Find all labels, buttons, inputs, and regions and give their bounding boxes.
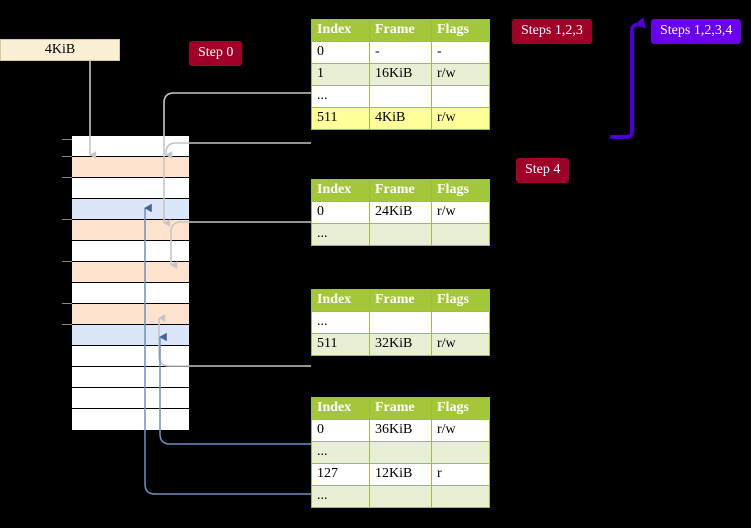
memory-frame-11 xyxy=(72,367,189,388)
cell-frame: 36KiB xyxy=(369,419,432,442)
column-header-flags: Flags xyxy=(431,19,490,42)
cell-frame xyxy=(369,85,432,108)
badge-steps-1234: Steps 1,2,3,4 xyxy=(651,19,742,44)
column-header-index: Index xyxy=(311,397,370,420)
table-row: ... xyxy=(311,223,490,246)
column-header-index: Index xyxy=(311,179,370,202)
cell-index: 0 xyxy=(311,419,370,442)
cell-flags: r/w xyxy=(431,419,490,442)
cell-frame: 16KiB xyxy=(369,63,432,86)
badge-step-4: Step 4 xyxy=(516,158,570,183)
badge-steps-123: Steps 1,2,3 xyxy=(512,19,592,44)
memory-frame-1 xyxy=(72,157,189,178)
memory-tick-4 xyxy=(62,261,72,262)
column-header-index: Index xyxy=(311,289,370,312)
cell-frame xyxy=(369,485,432,508)
memory-frame-8 xyxy=(72,304,189,325)
cell-flags: - xyxy=(431,41,490,64)
cell-frame xyxy=(369,223,432,246)
table-row: ... xyxy=(311,85,490,108)
memory-tick-6 xyxy=(62,324,72,325)
memory-frame-6 xyxy=(72,262,189,283)
memory-frame-3 xyxy=(72,199,189,220)
cell-index: 1 xyxy=(311,63,370,86)
cell-index: ... xyxy=(311,441,370,464)
memory-frame-12 xyxy=(72,388,189,409)
cell-frame: 12KiB xyxy=(369,463,432,486)
memory-frame-13 xyxy=(72,409,189,430)
table-row: 0-- xyxy=(311,41,490,64)
cell-index: 511 xyxy=(311,333,370,356)
table-row: ... xyxy=(311,441,490,464)
cell-index: 511 xyxy=(311,107,370,130)
memory-tick-5 xyxy=(62,303,72,304)
cell-index: 127 xyxy=(311,463,370,486)
cell-frame xyxy=(369,441,432,464)
cell-index: ... xyxy=(311,485,370,508)
cell-flags: r xyxy=(431,463,490,486)
column-header-frame: Frame xyxy=(369,397,432,420)
memory-frame-4 xyxy=(72,220,189,241)
cell-flags: r/w xyxy=(431,201,490,224)
memory-frame-7 xyxy=(72,283,189,304)
cell-flags xyxy=(431,311,490,334)
cell-frame: 32KiB xyxy=(369,333,432,356)
cell-flags xyxy=(431,441,490,464)
column-header-frame: Frame xyxy=(369,289,432,312)
cell-flags: r/w xyxy=(431,107,490,130)
memory-frame-9 xyxy=(72,325,189,346)
cell-flags xyxy=(431,223,490,246)
arrow-steps-1234-bracket xyxy=(610,17,647,139)
wire-pdpt-0-to-memory xyxy=(170,221,311,269)
cell-flags: r/w xyxy=(431,333,490,356)
cell-flags: r/w xyxy=(431,63,490,86)
cell-frame: 4KiB xyxy=(369,107,432,130)
memory-tick-1 xyxy=(62,156,72,157)
memory-tick-3 xyxy=(62,219,72,220)
table-row: ... xyxy=(311,485,490,508)
column-header-index: Index xyxy=(311,19,370,42)
memory-frame-0 xyxy=(72,136,189,157)
cell-frame xyxy=(369,311,432,334)
memory-tick-2 xyxy=(62,177,72,178)
cell-frame: 24KiB xyxy=(369,201,432,224)
cell-flags xyxy=(431,485,490,508)
table-row: ... xyxy=(311,311,490,334)
memory-column xyxy=(71,135,190,430)
cell-flags xyxy=(431,85,490,108)
cell-index: 0 xyxy=(311,201,370,224)
column-header-flags: Flags xyxy=(431,289,490,312)
cell-frame: - xyxy=(369,41,432,64)
cell-index: 0 xyxy=(311,41,370,64)
badge-step-0: Step 0 xyxy=(189,41,243,66)
cell-index: ... xyxy=(311,85,370,108)
column-header-flags: Flags xyxy=(431,397,490,420)
memory-frame-5 xyxy=(72,241,189,262)
cell-index: ... xyxy=(311,311,370,334)
memory-frame-2 xyxy=(72,178,189,199)
memory-frame-10 xyxy=(72,346,189,367)
cell-index: ... xyxy=(311,223,370,246)
memory-tick-0 xyxy=(62,139,72,140)
column-header-frame: Frame xyxy=(369,179,432,202)
column-header-frame: Frame xyxy=(369,19,432,42)
kib-block: 4KiB xyxy=(0,39,120,61)
column-header-flags: Flags xyxy=(431,179,490,202)
